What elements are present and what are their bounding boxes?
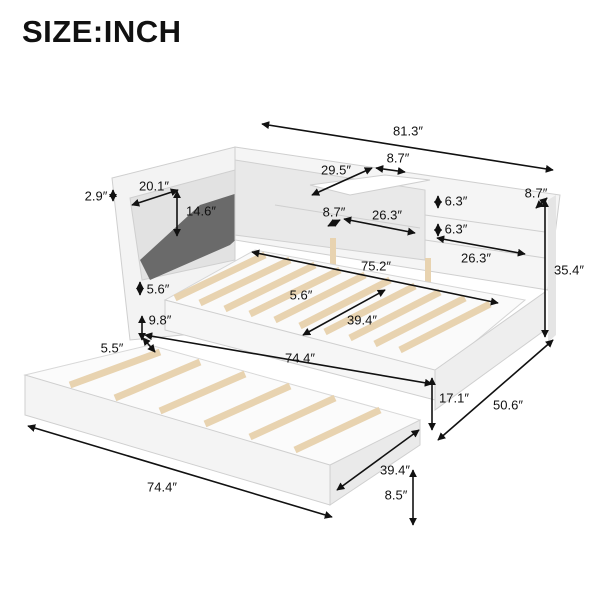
label-mattress-length: 75.2″ (361, 258, 391, 274)
label-shelf-gap-lower: 6.3″ (444, 221, 468, 237)
label-headboard-top-height: 2.9″ (84, 188, 108, 204)
label-trundle-offset: 5.5″ (100, 340, 124, 356)
label-bed-clearance: 17.1″ (439, 390, 469, 406)
label-rail-height: 9.8″ (148, 312, 172, 328)
dimension-arrows (27, 121, 554, 526)
label-trundle-length: 74.4″ (147, 479, 177, 495)
label-cushion-width: 20.1″ (139, 178, 169, 194)
label-rail-gap-left: 5.6″ (146, 281, 170, 297)
label-side-depth: 8.7″ (524, 185, 548, 201)
label-overall-height: 35.4″ (554, 262, 584, 278)
label-trundle-height: 8.5″ (384, 487, 408, 503)
label-cushion-height: 14.6″ (186, 203, 216, 219)
page-title: SIZE:INCH (22, 14, 182, 49)
label-mattress-width: 39.4″ (347, 312, 377, 328)
label-shelf-top-depth: 8.7″ (386, 150, 410, 166)
label-shelf-mid-depth: 8.7″ (322, 204, 346, 220)
label-trundle-width: 39.4″ (380, 462, 410, 478)
label-overall-width: 50.6″ (493, 397, 523, 413)
label-rail-gap-mid: 5.6″ (289, 287, 313, 303)
label-bed-inner-length: 74.4″ (285, 350, 315, 366)
label-shelf-gap-upper: 6.3″ (444, 193, 468, 209)
label-shelf-mid-length: 26.3″ (372, 207, 402, 223)
label-shelf-top-length: 29.5″ (321, 162, 351, 178)
label-shelf-right-length: 26.3″ (461, 250, 491, 266)
label-overall-length: 81.3″ (393, 123, 423, 139)
